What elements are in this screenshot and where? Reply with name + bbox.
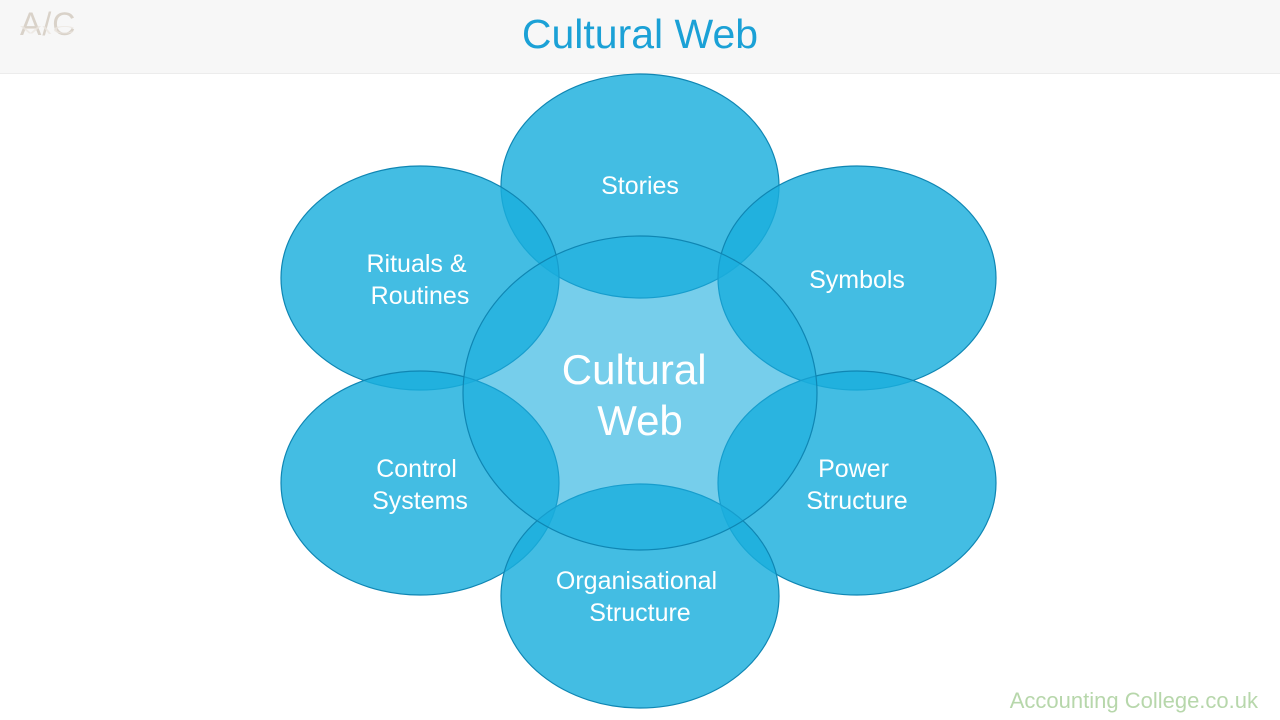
title-bar: A/C A/C Cultural Web	[0, 0, 1280, 74]
footer-brand: Accounting College.co.uk	[1009, 688, 1258, 713]
label-organisational-structure-line-2: Structure	[589, 599, 690, 627]
bubble-cultural-web	[462, 235, 818, 551]
label-rituals-routines-line-2: Routines	[371, 282, 470, 310]
ac-logo: A/C A/C	[20, 6, 90, 64]
label-symbols-line-1: Symbols	[809, 266, 905, 294]
label-cultural-web-line-1: Cultural	[562, 346, 707, 393]
label-power-structure-line-2: Structure	[806, 487, 907, 515]
label-cultural-web: Cultural Web	[562, 346, 718, 444]
label-control-systems: Control Systems	[372, 455, 468, 515]
label-rituals-routines: Rituals & Routines	[367, 250, 474, 310]
label-organisational-structure-line-1: Organisational	[556, 567, 717, 595]
page-title: Cultural Web	[521, 11, 759, 57]
label-power-structure: Power Structure	[806, 455, 907, 515]
label-control-systems-line-1: Control	[376, 455, 457, 483]
label-stories: Stories	[601, 172, 679, 200]
label-cultural-web-line-2: Web	[597, 397, 683, 444]
label-power-structure-line-1: Power	[818, 455, 889, 483]
label-rituals-routines-line-1: Rituals &	[367, 250, 467, 278]
label-symbols: Symbols	[809, 266, 905, 294]
label-control-systems-line-2: Systems	[372, 487, 468, 515]
label-stories-line-1: Stories	[601, 172, 679, 200]
label-organisational-structure: Organisational Structure	[556, 567, 724, 627]
logo-text: A/C	[20, 6, 77, 42]
